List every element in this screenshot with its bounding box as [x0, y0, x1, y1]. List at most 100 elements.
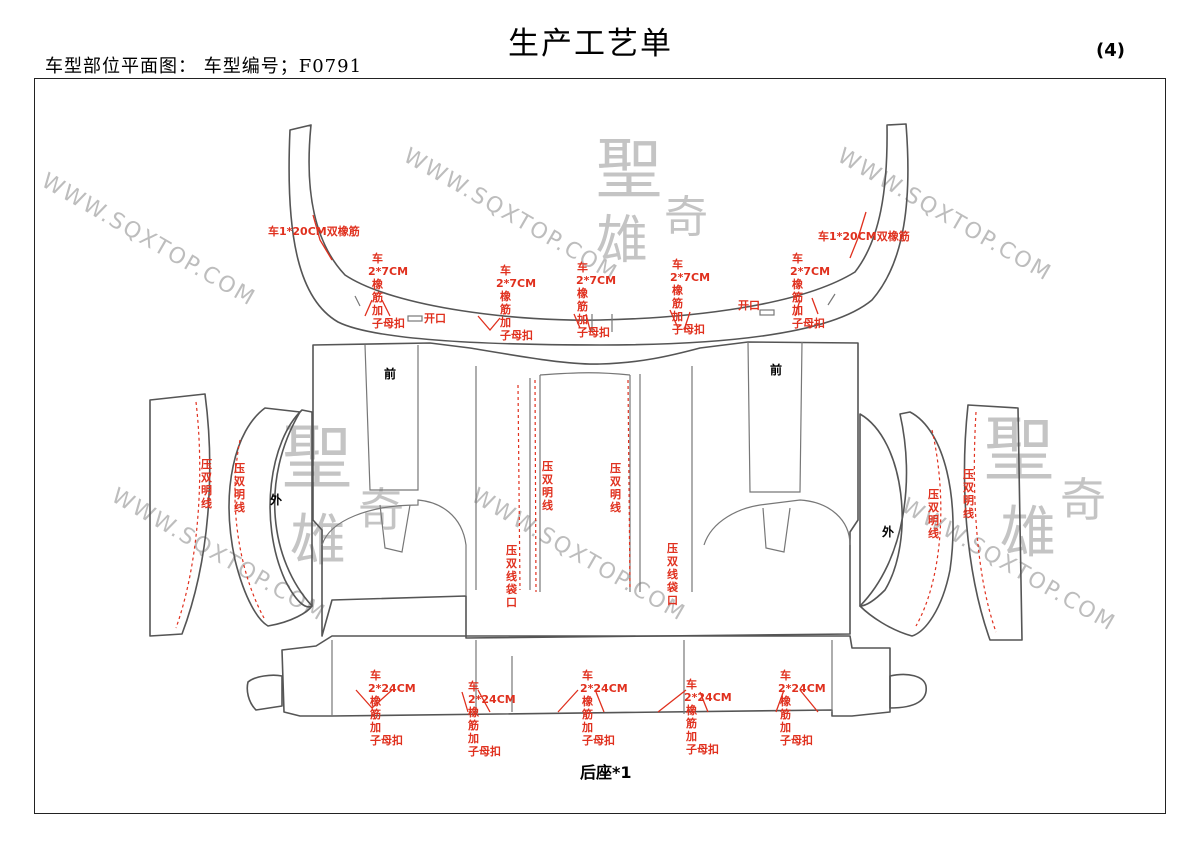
note-line: 压 — [667, 541, 678, 555]
press-line-label: 压 双 明 线 — [963, 467, 974, 520]
document-title: 生产工艺单 — [508, 26, 673, 62]
seat-cushion-line — [703, 499, 851, 546]
note-line: 加 — [369, 720, 381, 734]
note-line: 压 — [201, 457, 212, 471]
note-line: 线 — [963, 506, 974, 520]
note-line: 双 — [201, 471, 212, 484]
note-line: 2*7CM — [496, 277, 536, 290]
note-line: 筋 — [499, 302, 511, 316]
top-band-piece — [288, 123, 909, 346]
note-line: 2*7CM — [790, 265, 830, 278]
outer-label: 外 — [270, 492, 282, 507]
seat-cushion-line — [321, 499, 467, 596]
press-line-label: 压 双 明 线 — [234, 461, 245, 514]
left-inner-piece — [269, 409, 313, 608]
note-line: 车 — [582, 668, 593, 682]
elastic-7cm-note: 车 2*7CM 橡 筋 加 子母扣 — [670, 257, 710, 336]
note-line: 筋 — [685, 716, 697, 730]
opening-label: 开口 — [424, 312, 446, 325]
note-line: 线 — [542, 498, 553, 512]
note-line: 车 — [577, 260, 588, 274]
note-line: 双 — [506, 557, 517, 570]
elastic-7cm-note: 车 2*7CM 橡 筋 加 子母扣 — [496, 263, 536, 342]
left-side-piece — [149, 393, 211, 637]
note-line: 2*24CM — [368, 682, 416, 695]
note-line: 橡 — [686, 703, 697, 717]
page-number: (4) — [1096, 40, 1125, 61]
bottom-strip-line — [331, 640, 833, 716]
watermark-url: WWW.SQXTOP.COM — [467, 484, 690, 627]
elastic-24cm-note: 车 2*24CM 橡 筋 加 子母扣 — [368, 668, 416, 747]
bottom-end-piece — [889, 673, 927, 709]
note-line: 压 — [963, 467, 974, 481]
note-line: 压 — [542, 459, 553, 473]
elastic-band-note: 车1*20CM双橡筋 — [268, 224, 360, 238]
note-line: 车 — [792, 251, 803, 265]
elastic-24cm-note: 车 2*24CM 橡 筋 加 子母扣 — [467, 679, 516, 758]
press-line-label: 压 双 明 线 — [610, 461, 621, 514]
leader-line — [849, 211, 867, 259]
seat-panel-line — [539, 372, 631, 376]
leader-line — [312, 214, 333, 261]
seat-main-piece — [312, 341, 859, 639]
note-line: 车 — [686, 677, 697, 691]
note-line: 2*24CM — [468, 693, 516, 706]
note-line: 子母扣 — [577, 325, 610, 339]
watermark-logo-b: 雄 — [290, 509, 346, 574]
watermark-logo-main: 聖 — [596, 131, 662, 208]
bottom-end-piece — [246, 674, 283, 711]
note-line: 压 — [610, 461, 621, 475]
note-line: 筋 — [576, 299, 588, 313]
note-line: 双 — [963, 481, 974, 494]
leader-line — [775, 689, 819, 713]
note-line: 筋 — [371, 290, 383, 304]
note-line: 橡 — [672, 283, 683, 297]
note-line: 车 — [370, 668, 381, 682]
note-line: 线 — [234, 500, 245, 514]
note-line: 明 — [234, 488, 245, 501]
right-inner-piece — [859, 413, 903, 607]
note-line: 筋 — [791, 290, 803, 304]
leader-line — [364, 299, 391, 317]
note-line: 加 — [685, 729, 697, 743]
note-line: 子母扣 — [372, 316, 405, 330]
elastic-7cm-note: 车 2*7CM 橡 筋 加 子母扣 — [790, 251, 830, 330]
note-line: 明 — [928, 514, 939, 527]
note-line: 2*7CM — [368, 265, 408, 278]
front-label: 前 — [384, 366, 396, 381]
leader-line — [477, 315, 501, 332]
note-line: 加 — [581, 720, 593, 734]
piece-caption: 后座*1 — [580, 763, 632, 782]
watermark-logo-b: 雄 — [596, 211, 648, 271]
note-line: 加 — [499, 315, 511, 329]
drawing-frame — [34, 78, 1166, 814]
leader-line — [669, 309, 691, 331]
front-label: 前 — [770, 362, 782, 377]
note-line: 双 — [542, 473, 553, 486]
note-line: 2*24CM — [778, 682, 826, 695]
watermark-url: WWW.SQXTOP.COM — [833, 144, 1056, 287]
top-band-seam — [354, 293, 836, 332]
note-line: 明 — [542, 486, 553, 499]
note-line: 子母扣 — [468, 744, 501, 758]
note-line: 子母扣 — [672, 322, 705, 336]
vehicle-model-subtitle: 车型部位平面图： 车型编号；F0791 — [45, 56, 363, 77]
note-line: 2*7CM — [670, 271, 710, 284]
press-line-label: 压 双 明 线 — [928, 487, 939, 540]
opening-label: 开口 — [738, 299, 760, 312]
note-line: 子母扣 — [686, 742, 719, 756]
elastic-24cm-note: 车 2*24CM 橡 筋 加 子母扣 — [684, 677, 732, 756]
note-line: 压 — [506, 543, 517, 557]
note-line: 线 — [610, 500, 621, 514]
left-wing-piece — [228, 407, 313, 627]
note-line: 2*24CM — [684, 691, 732, 704]
note-line: 压 — [928, 487, 939, 501]
elastic-24cm-note: 车 2*24CM 橡 筋 加 子母扣 — [778, 668, 826, 747]
pocket-opening-label: 压 双 线 袋 口 — [505, 543, 518, 609]
note-line: 明 — [610, 488, 621, 501]
note-line: 加 — [791, 303, 803, 317]
elastic-band-note: 车1*20CM双橡筋 — [818, 229, 910, 243]
elastic-24cm-note: 车 2*24CM 橡 筋 加 子母扣 — [580, 668, 628, 747]
watermark-logo-b: 雄 — [1000, 501, 1056, 566]
